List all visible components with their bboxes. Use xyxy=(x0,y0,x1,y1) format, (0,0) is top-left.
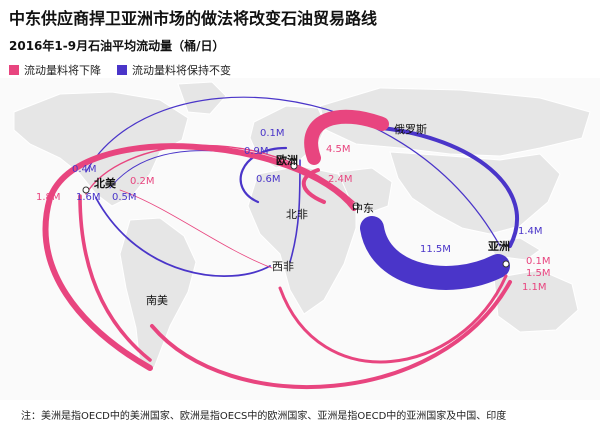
label-russia: 俄罗斯 xyxy=(394,123,427,136)
marker-north-america xyxy=(82,186,90,194)
region-markers xyxy=(82,162,510,268)
landmass-australia xyxy=(493,269,579,333)
flow-label-na-in: 0.4M xyxy=(72,164,97,175)
flow-me-to-eu-large xyxy=(304,109,389,165)
label-west-africa: 西非 xyxy=(272,260,294,273)
landmass-russia xyxy=(319,87,591,157)
landmass-south-america xyxy=(119,217,197,369)
flow-label-na-pink: 0.2M xyxy=(130,176,155,187)
legend-item-stable: 流动量料将保持不变 xyxy=(117,62,231,78)
label-middle-east: 中东 xyxy=(352,202,374,215)
label-north-africa: 北非 xyxy=(286,208,308,221)
footnote: 注：美洲是指OECD中的美洲国家、欧洲是指OECS中的欧洲国家、亚洲是指OECD… xyxy=(21,411,507,422)
flow-wafrica-to-asia xyxy=(278,274,508,364)
legend-swatch-stable xyxy=(117,65,127,75)
legend-label-stable: 流动量料将保持不变 xyxy=(132,64,231,77)
flow-label-asia-1: 0.1M xyxy=(526,256,551,267)
flow-me-to-eu-small xyxy=(301,168,326,204)
legend-label-decreasing: 流动量料将下降 xyxy=(24,64,101,77)
world-map: 北美 欧洲 俄罗斯 中东 北非 西非 南美 亚洲 4.5M 2.4M 11.5M… xyxy=(0,78,600,400)
flow-label-asia-2: 1.5M xyxy=(526,268,551,279)
region-labels: 北美 欧洲 俄罗斯 中东 北非 西非 南美 亚洲 xyxy=(94,123,510,307)
legend: 流动量料将下降 流动量料将保持不变 xyxy=(9,62,241,78)
flow-me-to-asia-band xyxy=(360,216,510,290)
flow-arcs xyxy=(42,96,519,389)
flow-label-eu-1: 0.1M xyxy=(260,128,285,139)
label-europe: 欧洲 xyxy=(276,153,298,167)
flow-label-me-asia: 11.5M xyxy=(420,244,451,255)
marker-asia xyxy=(502,260,510,268)
flow-label-na-b2: 0.5M xyxy=(112,192,137,203)
legend-swatch-decreasing xyxy=(9,65,19,75)
flow-na-to-wafrica-pink xyxy=(119,189,273,269)
flow-label-me-eu-small: 2.4M xyxy=(328,174,353,185)
flow-label-eu-3: 0.6M xyxy=(256,174,281,185)
page-title: 中东供应商捍卫亚洲市场的做法将改变石油贸易路线 xyxy=(9,9,378,28)
flow-label-na-b1: 1.6M xyxy=(76,192,101,203)
landmass-greenland xyxy=(177,81,227,115)
flow-na-to-sa-pink xyxy=(78,194,152,362)
flow-sa-to-asia xyxy=(150,280,512,389)
flow-labels: 4.5M 2.4M 11.5M 1.4M 0.4M 0.2M 1.8M 1.6M… xyxy=(36,128,551,293)
chart-subtitle: 2016年1-9月石油平均流动量（桶/日） xyxy=(9,39,225,53)
label-south-america: 南美 xyxy=(146,294,168,307)
flow-na-to-asia-blue xyxy=(85,96,501,247)
landmasses xyxy=(13,81,591,369)
flow-label-na-left: 1.8M xyxy=(36,192,61,203)
flow-label-eu-2: 0.9M xyxy=(244,146,269,157)
marker-europe xyxy=(290,162,298,170)
flow-label-russia-asia: 1.4M xyxy=(518,226,543,237)
flow-label-asia-3: 1.1M xyxy=(522,282,547,293)
label-north-america: 北美 xyxy=(94,176,117,190)
landmass-asia xyxy=(389,151,561,235)
flow-label-me-eu-large: 4.5M xyxy=(326,144,351,155)
flow-me-to-na-pink xyxy=(85,144,355,203)
flow-na-wafrica xyxy=(95,197,271,277)
flow-russia-to-asia xyxy=(380,126,519,248)
marker-middle-east xyxy=(352,202,360,210)
legend-item-decreasing: 流动量料将下降 xyxy=(9,62,101,78)
label-asia: 亚洲 xyxy=(488,240,510,253)
landmass-africa xyxy=(247,165,357,315)
flow-na-outer-pink xyxy=(42,143,357,371)
flow-eu-loop xyxy=(239,146,288,204)
landmass-north-america xyxy=(13,91,189,207)
